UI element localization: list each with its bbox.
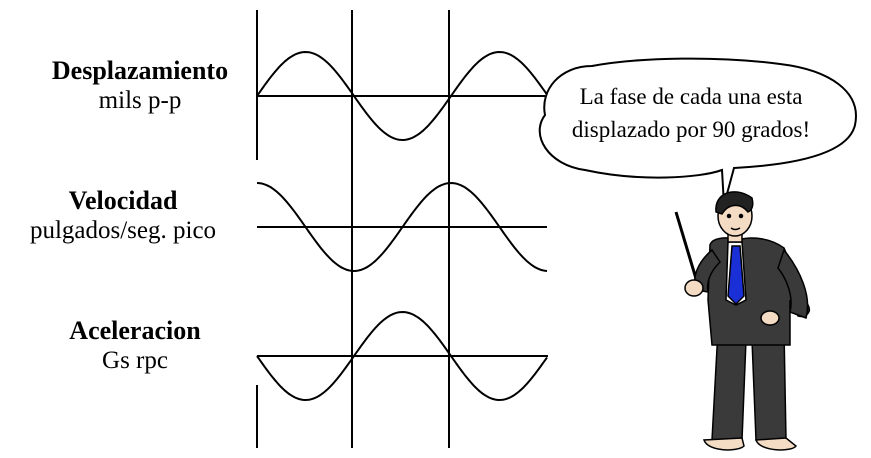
left-arm — [694, 248, 721, 293]
speech-bubble — [538, 57, 857, 206]
speech-text: La fase de cada una esta displazado por … — [541, 80, 841, 146]
acceleration-unit: Gs rpc — [102, 347, 168, 374]
velocity-wave — [256, 181, 548, 272]
left-eye — [726, 213, 732, 219]
velocity-name: Velocidad — [68, 186, 178, 215]
mouth — [730, 227, 741, 231]
velocity-label: Velocidad pulgados/seg. pico — [0, 186, 246, 246]
acceleration-label: Aceleracion Gs rpc — [20, 316, 250, 376]
right-leg — [751, 328, 787, 441]
right-eye — [738, 213, 744, 219]
speech-line-1: La fase de cada una esta — [579, 84, 803, 109]
speech-line-2: displazado por 90 grados! — [571, 117, 811, 142]
right-arm — [777, 248, 809, 319]
acceleration-name: Aceleracion — [69, 316, 201, 345]
displacement-unit: mils p-p — [98, 87, 182, 114]
right-shoe — [754, 437, 798, 451]
velocity-unit: pulgados/seg. pico — [29, 217, 217, 244]
displacement-name: Desplazamiento — [51, 56, 229, 85]
left-hand — [684, 279, 704, 297]
left-shoe — [702, 437, 745, 451]
displacement-wave — [256, 50, 548, 142]
left-leg — [711, 328, 747, 441]
tie — [727, 245, 745, 306]
acceleration-wave — [256, 310, 548, 402]
hair — [715, 191, 754, 215]
displacement-label: Desplazamiento mils p-p — [20, 56, 260, 116]
right-hand — [760, 310, 780, 326]
teacher-illustration — [674, 191, 810, 451]
